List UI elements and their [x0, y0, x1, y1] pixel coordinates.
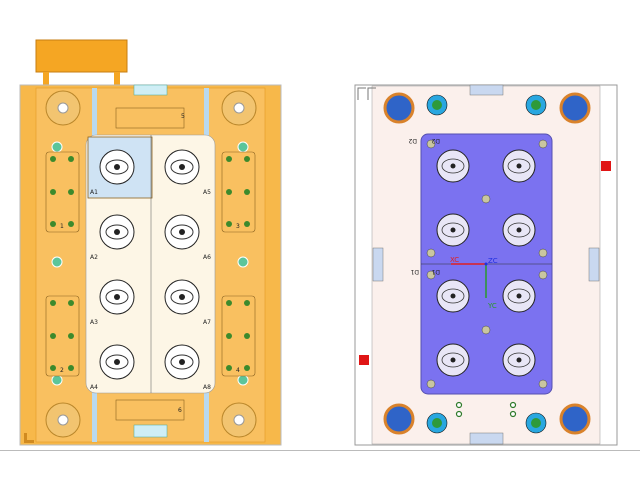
cavity-label: A2	[90, 254, 98, 261]
return-pin-icon	[237, 256, 249, 268]
guide-pillar-icon	[559, 403, 591, 435]
core-icon[interactable]	[436, 343, 470, 377]
core-icon[interactable]	[436, 213, 470, 247]
block-number: 2	[60, 367, 64, 374]
connector-block	[133, 424, 168, 438]
connector-block	[469, 432, 504, 445]
connector-block	[133, 84, 168, 96]
screw-icon	[426, 248, 436, 258]
block-number: 4	[236, 367, 240, 374]
core-icon[interactable]	[502, 343, 536, 377]
core-icon[interactable]	[502, 213, 536, 247]
pin-icon	[455, 410, 463, 418]
cavity-icon[interactable]	[164, 214, 200, 250]
screw-icon	[538, 379, 548, 389]
core-icon[interactable]	[436, 279, 470, 313]
return-pin-icon	[51, 141, 63, 153]
connector-block	[469, 84, 504, 96]
cavity-icon[interactable]	[99, 344, 135, 380]
cavity-label: A1	[90, 189, 98, 196]
cavity-label: A3	[90, 319, 98, 326]
guide-pillar-icon	[559, 92, 591, 124]
cavity-label: A4	[90, 384, 98, 391]
cavity-icon[interactable]	[164, 149, 200, 185]
screw-icon	[426, 379, 436, 389]
block-number: 1	[60, 223, 64, 230]
cavity-icon[interactable]	[164, 344, 200, 380]
connector-block	[372, 247, 384, 282]
return-pin-icon	[237, 374, 249, 386]
axis-label-z: ZC	[488, 257, 498, 265]
guide-pillar-icon	[383, 92, 415, 124]
plate-label-d2: D2	[431, 137, 440, 144]
cavity-label: A6	[203, 254, 211, 261]
block-number: 5	[181, 113, 185, 120]
bottom-block	[115, 399, 185, 421]
red-connector	[359, 355, 369, 365]
screw-icon	[538, 248, 548, 258]
return-pin-icon	[51, 374, 63, 386]
screw-icon	[481, 194, 491, 204]
plate-label-d1: D1	[431, 268, 440, 275]
block-number: 3	[236, 223, 240, 230]
support-block	[221, 295, 256, 377]
handle-leg	[43, 72, 49, 86]
handle-leg	[114, 72, 120, 86]
corner-marker-icon	[24, 433, 34, 443]
pin-icon	[455, 401, 463, 409]
mold-core-side-view[interactable]: XC YC ZC D1 D1 D2 D2	[354, 84, 618, 446]
screw-icon	[538, 139, 548, 149]
axis-label-x: XC	[450, 256, 459, 264]
viewport-divider	[0, 450, 640, 451]
pin-icon	[509, 410, 517, 418]
core-icon[interactable]	[502, 279, 536, 313]
return-pin-icon	[237, 141, 249, 153]
screw-icon	[426, 139, 436, 149]
plate-label-d1: D1	[410, 268, 419, 275]
support-block	[45, 295, 80, 377]
core-icon[interactable]	[436, 149, 470, 183]
return-pin-icon	[51, 256, 63, 268]
pin-icon	[509, 401, 517, 409]
plate-label-d2: D2	[408, 137, 417, 144]
corner-marker-icon	[357, 87, 376, 100]
cavity-icon[interactable]	[99, 279, 135, 315]
support-block	[45, 151, 80, 233]
screw-icon	[481, 325, 491, 335]
screw-icon	[426, 270, 436, 280]
screw-icon	[538, 270, 548, 280]
cavity-insert	[85, 134, 216, 394]
guide-pillar-icon	[383, 403, 415, 435]
core-icon[interactable]	[502, 149, 536, 183]
cavity-label: A5	[203, 189, 211, 196]
cavity-icon[interactable]	[99, 214, 135, 250]
cavity-icon[interactable]	[99, 149, 135, 185]
cavity-icon[interactable]	[164, 279, 200, 315]
connector-block	[588, 247, 600, 282]
cavity-label: A7	[203, 319, 211, 326]
lifting-handle	[35, 39, 128, 73]
axis-label-y: YC	[487, 302, 497, 310]
support-block	[221, 151, 256, 233]
origin-icon	[484, 262, 488, 266]
red-connector	[601, 161, 611, 171]
block-number: 6	[178, 407, 182, 414]
top-block	[115, 107, 185, 129]
cavity-label: A8	[203, 384, 211, 391]
